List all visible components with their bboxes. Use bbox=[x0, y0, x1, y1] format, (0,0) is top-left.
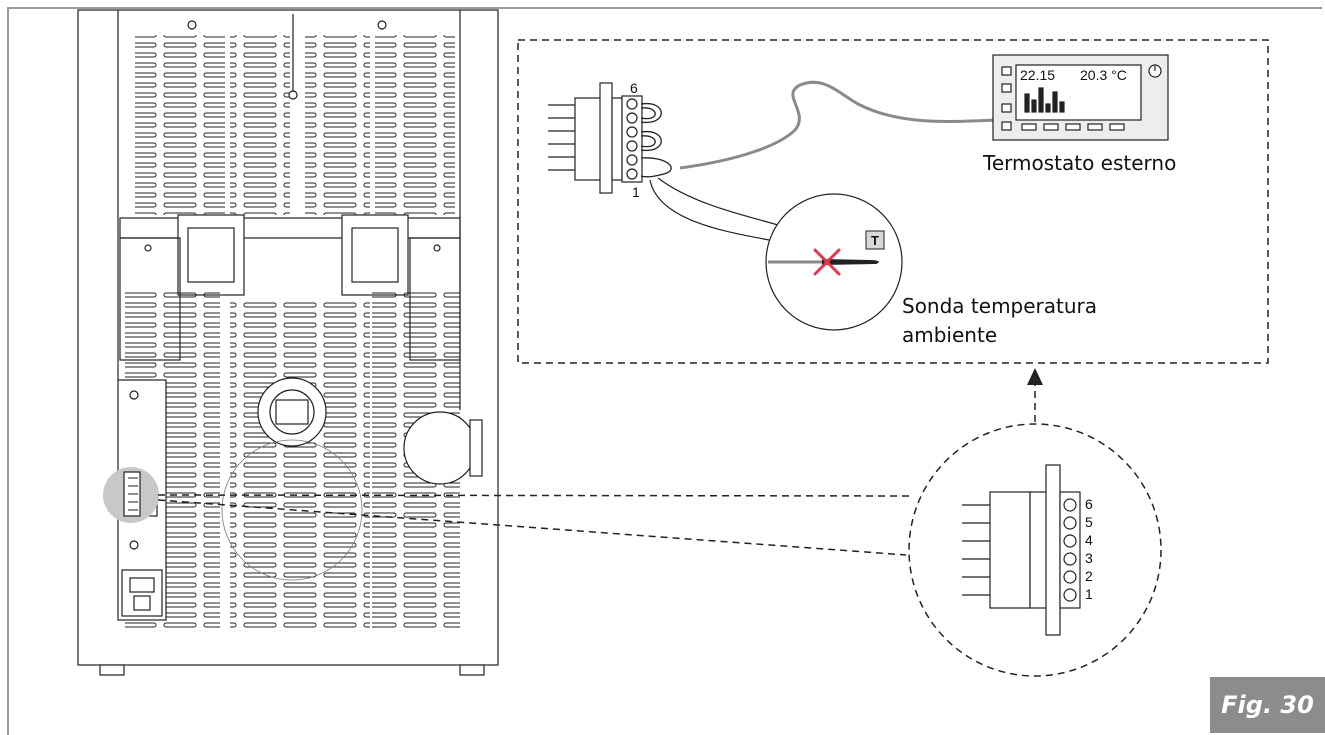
magnifier bbox=[908, 423, 1162, 677]
jumper-wires bbox=[640, 103, 672, 178]
terminal-number-2: 2 bbox=[1085, 568, 1093, 584]
up-arrow bbox=[1027, 368, 1043, 422]
terminal-label-bottom: 1 bbox=[632, 184, 640, 200]
thermostat-temperature: 20.3 °C bbox=[1080, 67, 1127, 83]
probe-circle bbox=[765, 193, 903, 331]
probe-cable bbox=[649, 179, 791, 246]
terminal-highlight bbox=[103, 467, 159, 523]
terminal-number-5: 5 bbox=[1085, 514, 1093, 530]
probe-cross bbox=[813, 248, 841, 276]
figure-frame bbox=[7, 7, 1322, 735]
terminal-number-6: 6 bbox=[1085, 496, 1093, 512]
terminal-number-4: 4 bbox=[1085, 532, 1093, 548]
terminal-number-3: 3 bbox=[1085, 550, 1093, 566]
probe-label-line2: ambiente bbox=[902, 323, 997, 347]
probe-badge-text: T bbox=[871, 233, 879, 248]
detail-terminal-block bbox=[548, 82, 643, 194]
thermostat-cable bbox=[679, 80, 996, 170]
stove-back-view bbox=[77, 9, 499, 676]
detail-box bbox=[517, 39, 1269, 364]
thermostat-label: Termostato esterno bbox=[982, 151, 1176, 175]
probe-label-line1: Sonda temperatura bbox=[902, 294, 1097, 318]
terminal-label-top: 6 bbox=[630, 80, 638, 96]
leader-lines bbox=[157, 494, 913, 556]
terminal-number-1: 1 bbox=[1085, 586, 1093, 602]
thermostat-device bbox=[992, 54, 1169, 141]
thermostat-time: 22.15 bbox=[1020, 67, 1055, 83]
probe-badge: T bbox=[865, 230, 885, 250]
figure-label: Fig. 30 bbox=[1210, 677, 1325, 733]
